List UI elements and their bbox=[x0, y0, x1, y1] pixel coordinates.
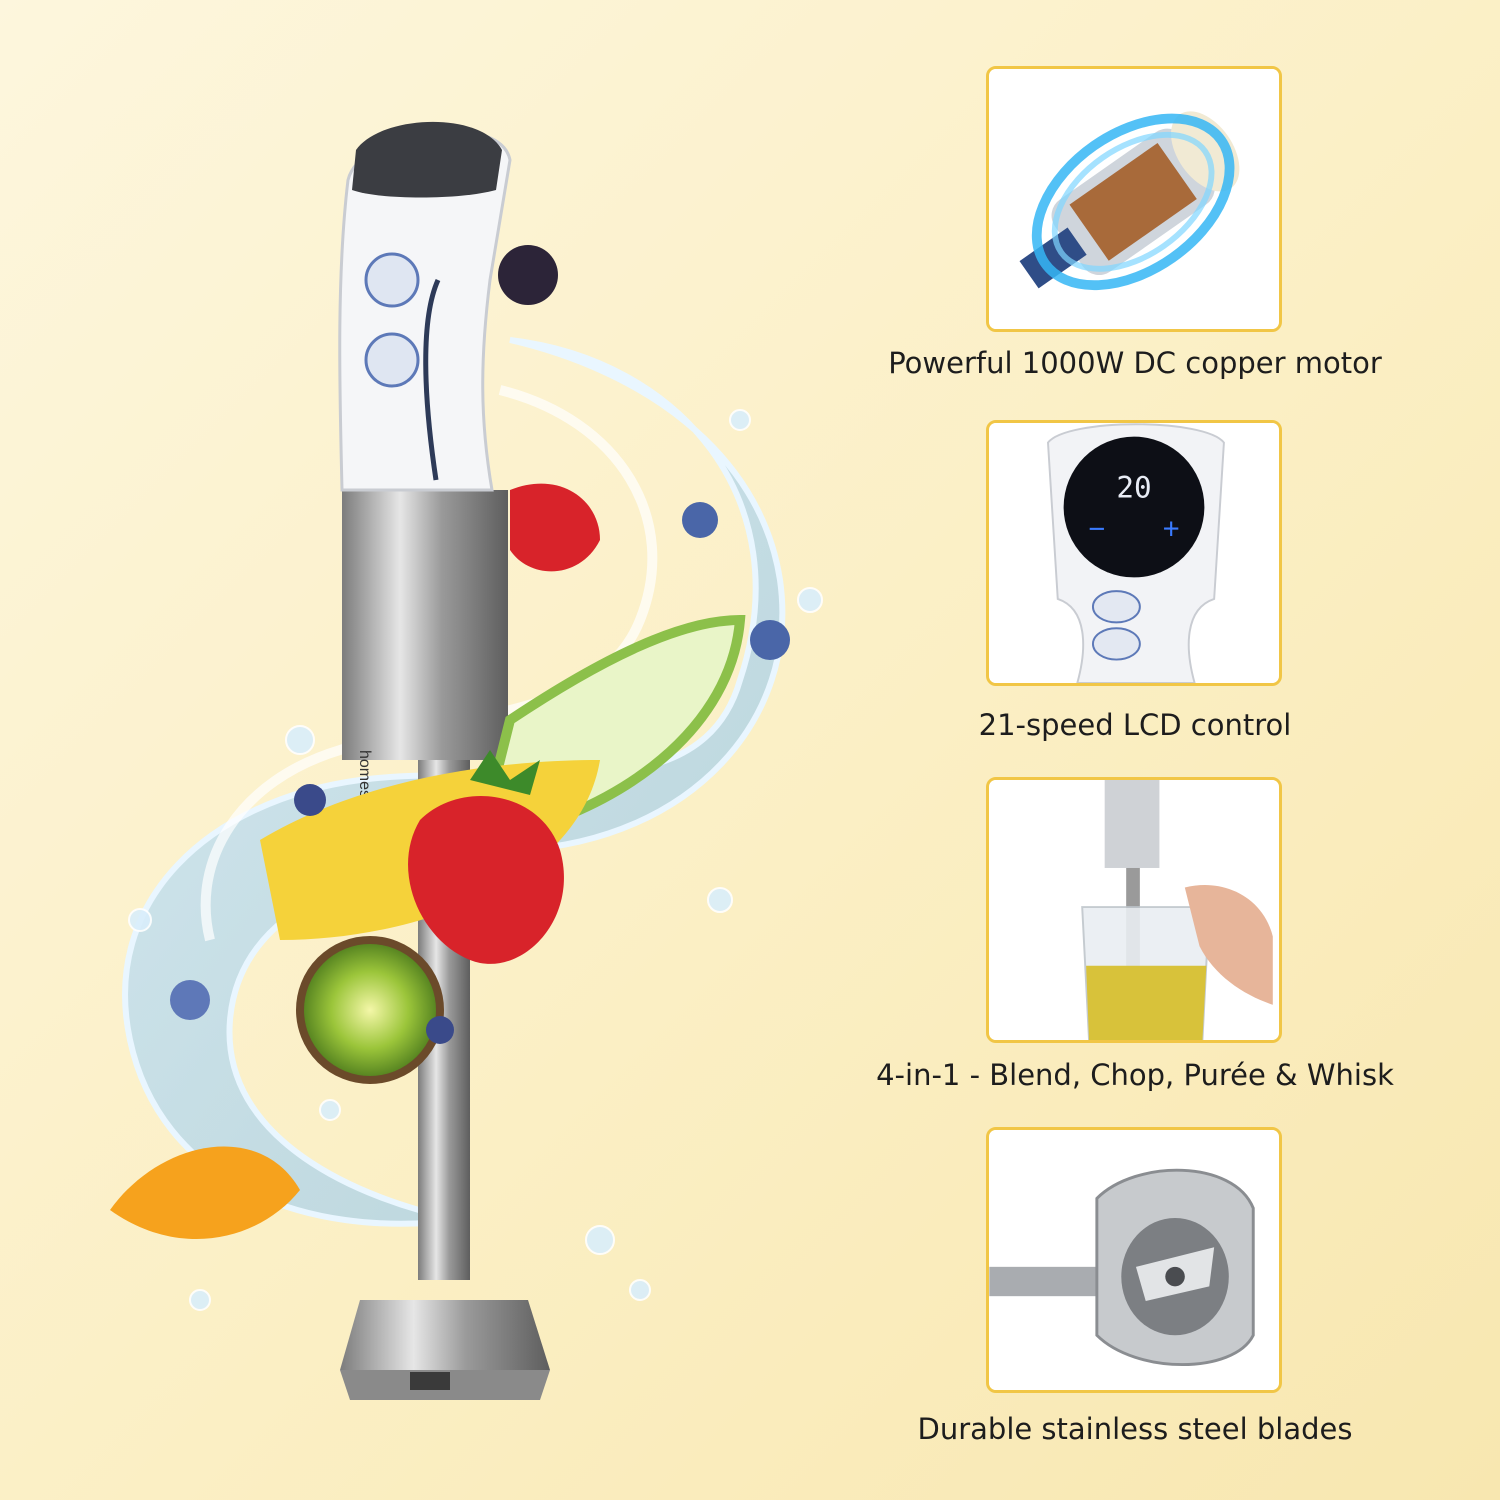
feature-card-motor bbox=[986, 66, 1282, 332]
motor-closeup-icon bbox=[989, 69, 1279, 329]
blade-guard-icon bbox=[989, 1130, 1279, 1390]
lcd-minus-icon: − bbox=[1088, 512, 1105, 545]
feature-caption-motor: Powerful 1000W DC copper motor bbox=[888, 346, 1382, 380]
feature-caption-blades: Durable stainless steel blades bbox=[917, 1412, 1353, 1446]
feature-card-blades bbox=[986, 1127, 1282, 1393]
blending-in-beaker-icon bbox=[989, 780, 1279, 1040]
lcd-display-icon: 20 − + bbox=[989, 423, 1279, 683]
lcd-plus-icon: + bbox=[1163, 512, 1180, 545]
feature-card-lcd: 20 − + bbox=[986, 420, 1282, 686]
feature-caption-4in1: 4-in-1 - Blend, Chop, Purée & Whisk bbox=[876, 1058, 1394, 1092]
lcd-speed-value: 20 bbox=[1116, 470, 1151, 504]
feature-caption-lcd: 21-speed LCD control bbox=[978, 708, 1292, 742]
hand-blender-hero-image: homesmart bbox=[40, 60, 860, 1460]
feature-card-4in1 bbox=[986, 777, 1282, 1043]
